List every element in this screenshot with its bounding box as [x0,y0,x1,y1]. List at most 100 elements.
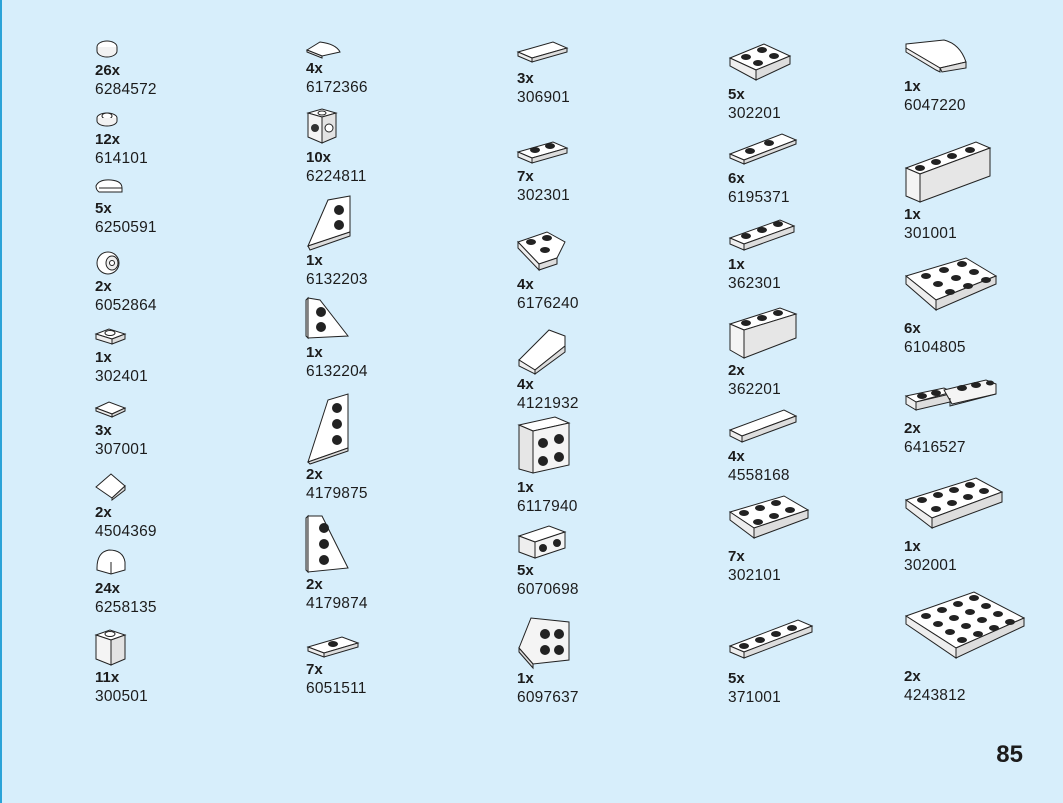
part-item: 1x 6117940 [517,415,578,516]
part-number: 302001 [904,557,957,574]
part-item: 5x 6070698 [517,522,579,599]
tile-1x4-icon [516,41,569,63]
plate-3x3-icon [904,257,998,312]
part-number: 362301 [728,275,781,292]
plate-1x3-icon [728,219,796,251]
part-item: 26x 6284572 [95,40,157,99]
part-quantity: 2x [95,278,112,295]
parts-column-4: 5x 302201 6x 6195371 1x 362301 2x 362201… [728,0,928,760]
part-number: 6097637 [517,689,579,706]
plate-2x4-icon [904,477,1004,530]
part-item: 1x 6132203 [306,194,368,289]
part-number: 4504369 [95,523,157,540]
part-quantity: 12x [95,131,121,148]
part-item: 1x 301001 [904,138,994,243]
part-quantity: 2x [95,504,112,521]
plate-1x4-icon [728,619,814,659]
part-number: 4121932 [517,395,579,412]
part-quantity: 26x [95,62,121,79]
part-number: 371001 [728,689,781,706]
part-item: 4x 6172366 [305,40,368,97]
part-item: 6x 6104805 [904,254,998,357]
wedge-plate-long-left-icon [307,393,349,465]
part-item: 2x 4179874 [305,514,368,613]
part-number: 6195371 [728,189,790,206]
bracket-1x2-icon [517,525,567,559]
plate-4x4-icon [904,591,1026,659]
plate-1x1-icon [94,328,127,345]
part-item: 12x 614101 [95,109,148,168]
quarter-circle-tile-icon [305,41,341,59]
part-number: 6284572 [95,81,157,98]
part-quantity: 1x [728,256,745,273]
round-tile-1x1-icon [96,40,118,58]
part-quantity: 2x [728,362,745,379]
part-number: 301001 [904,225,957,242]
part-number: 6258135 [95,599,157,616]
part-number: 6052864 [95,297,157,314]
part-number: 300501 [95,688,148,705]
part-quantity: 3x [517,70,534,87]
part-quantity: 6x [904,320,921,337]
part-quantity: 5x [728,86,745,103]
part-item: 1x 6132204 [305,296,368,381]
part-quantity: 1x [904,538,921,555]
part-number: 6172366 [306,79,368,96]
round-plate-1x1-icon [96,112,118,127]
part-item: 1x 302401 [94,325,148,386]
part-item: 2x 6052864 [95,250,157,315]
plate-1x4-offset-icon [728,133,798,165]
part-number: 6416527 [904,439,966,456]
part-number: 6176240 [517,295,579,312]
wedge-plate-right-icon [305,296,349,340]
part-quantity: 4x [306,60,323,77]
part-number: 302201 [728,105,781,122]
brick-1x4-icon [904,141,992,203]
part-number: 4179875 [306,485,368,502]
part-quantity: 3x [95,422,112,439]
part-number: 6104805 [904,339,966,356]
part-number: 362201 [728,381,781,398]
part-number: 4558168 [728,467,790,484]
curved-slope-1x1-icon [96,549,126,575]
parts-column-2: 4x 6172366 10x 6224811 1x 6132203 1x 613… [305,0,506,760]
hinge-plate-icon [904,379,997,411]
part-item: 5x 6250591 [95,178,157,237]
part-number: 302101 [728,567,781,584]
curved-slope-1x4-icon [905,39,967,73]
part-quantity: 2x [306,466,323,483]
part-quantity: 1x [306,252,323,269]
part-quantity: 5x [95,200,112,217]
part-number: 307001 [95,441,148,458]
part-number: 614101 [95,150,148,167]
part-quantity: 2x [306,576,323,593]
part-number: 6051511 [306,680,367,697]
dish-icon [96,251,120,275]
part-quantity: 1x [306,344,323,361]
part-quantity: 5x [517,562,534,579]
part-item: 2x 4243812 [904,588,1026,705]
part-item: 7x 302101 [728,492,810,585]
part-number: 306901 [517,89,570,106]
part-quantity: 4x [728,448,745,465]
part-number: 6224811 [306,168,367,185]
corner-plate-icon [517,231,566,272]
part-quantity: 24x [95,580,121,597]
part-quantity: 1x [904,78,921,95]
part-quantity: 7x [728,548,745,565]
part-item: 2x 4504369 [95,472,157,541]
parts-column-3: 3x 306901 7x 302301 4x 6176240 4x 412193… [516,0,717,760]
part-item: 5x 371001 [728,616,814,707]
part-item: 4x 6176240 [517,228,579,313]
brick-1x1-icon [94,629,127,666]
part-quantity: 2x [904,668,921,685]
slope-1x1-icon [95,473,126,502]
part-quantity: 1x [904,206,921,223]
page-edge-line [0,0,2,803]
part-item: 10x 6224811 [306,107,367,186]
bracket-2x2-icon [517,416,571,474]
wedge-plate-left-icon [307,195,351,251]
part-item: 4x 4121932 [517,326,579,413]
part-item: 1x 362301 [728,216,796,293]
part-item: 7x 302301 [516,140,570,205]
